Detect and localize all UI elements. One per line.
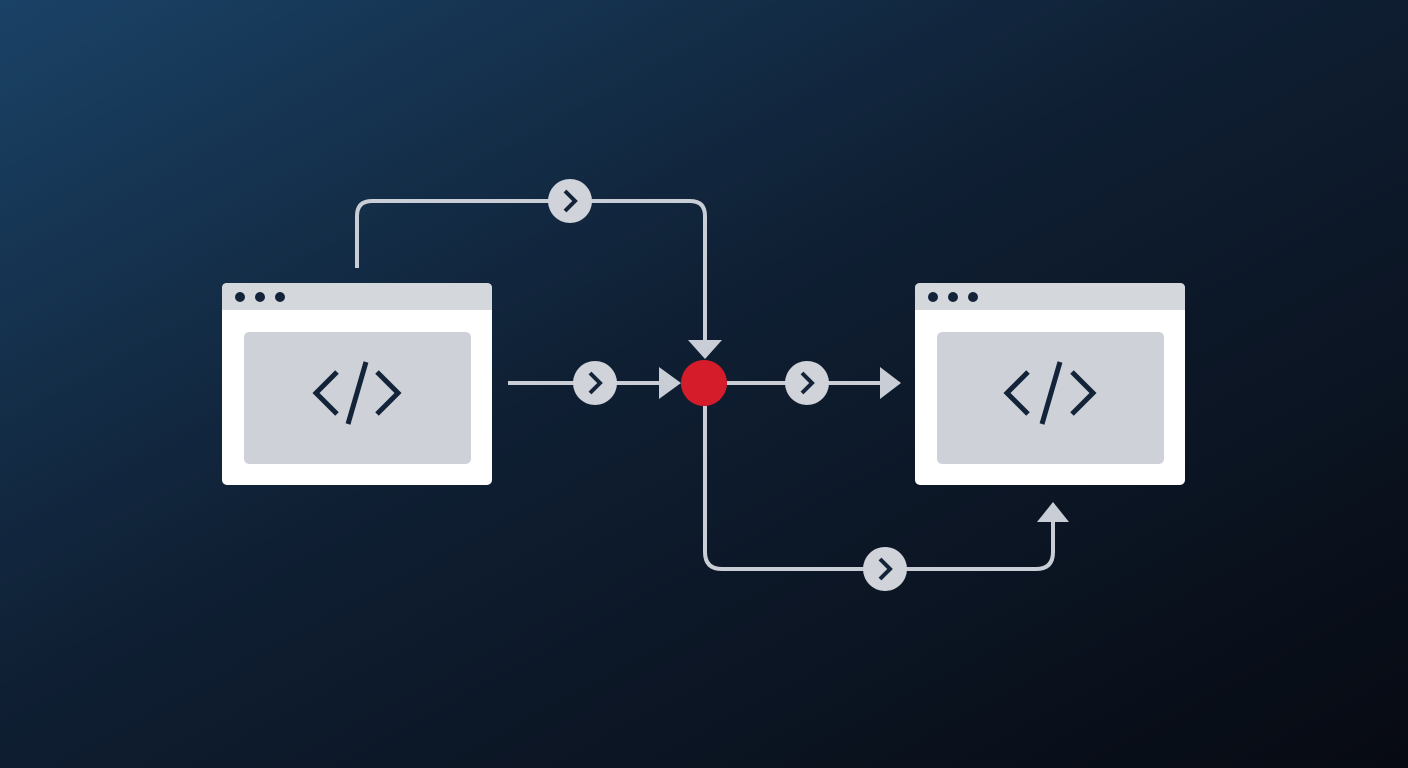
arrowhead-down <box>688 340 722 359</box>
chevron-marker <box>785 361 829 405</box>
source-window <box>222 283 492 485</box>
arrowhead-up <box>1037 502 1069 522</box>
junction-node <box>681 360 727 406</box>
chevron-marker <box>863 547 907 591</box>
window-dot-icon <box>275 292 285 302</box>
arrowhead-right <box>880 367 901 399</box>
window-dot-icon <box>235 292 245 302</box>
chevron-marker <box>573 361 617 405</box>
chevron-right-icon <box>563 189 578 213</box>
target-window <box>915 283 1185 485</box>
chevron-right-icon <box>878 557 893 581</box>
edge-top-route <box>355 199 707 342</box>
window-dot-icon <box>948 292 958 302</box>
window-dot-icon <box>928 292 938 302</box>
arrowhead-right <box>659 367 681 399</box>
code-icon <box>1003 361 1097 425</box>
window-dot-icon <box>255 292 265 302</box>
chevron-right-icon <box>800 371 815 395</box>
code-icon <box>312 361 402 425</box>
window-dot-icon <box>968 292 978 302</box>
chevron-right-icon <box>588 371 603 395</box>
chevron-marker <box>548 179 592 223</box>
